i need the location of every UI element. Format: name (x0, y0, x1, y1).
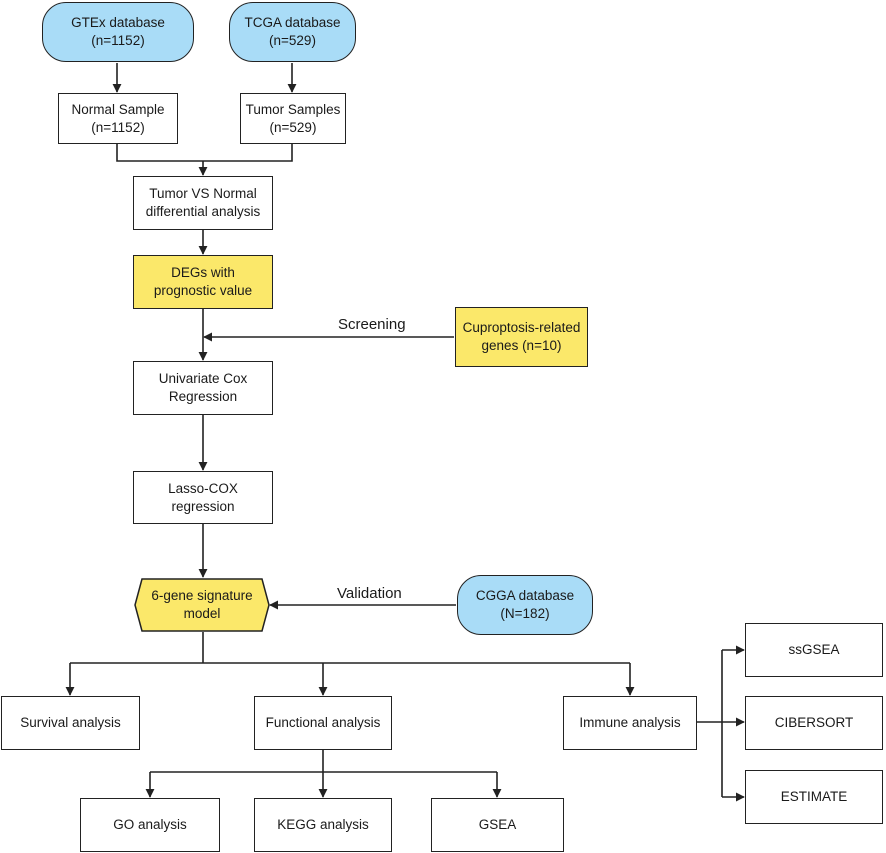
cuproptosis-genes-node: Cuproptosis-related genes (n=10) (455, 307, 588, 367)
ssgsea-node: ssGSEA (745, 623, 883, 677)
estimate-node: ESTIMATE (745, 770, 883, 824)
lasso-cox-node: Lasso-COX regression (133, 471, 273, 524)
cibersort-node: CIBERSORT (745, 696, 883, 750)
immune-analysis-node: Immune analysis (563, 696, 697, 750)
univariate-cox-node: Univariate Cox Regression (133, 361, 273, 415)
validation-label: Validation (337, 585, 402, 602)
gtex-database-node: GTEx database (n=1152) (42, 2, 194, 62)
connector-merge-samples (116, 144, 293, 162)
screening-label: Screening (338, 316, 406, 333)
tumor-samples-node: Tumor Samples (n=529) (240, 93, 346, 144)
differential-analysis-node: Tumor VS Normal differential analysis (133, 176, 273, 230)
functional-analysis-node: Functional analysis (254, 696, 392, 750)
go-analysis-node: GO analysis (80, 798, 220, 852)
hexagon-shape (134, 578, 270, 632)
tcga-database-node: TCGA database (n=529) (229, 2, 356, 62)
kegg-analysis-node: KEGG analysis (254, 798, 392, 852)
survival-analysis-node: Survival analysis (1, 696, 140, 750)
normal-sample-node: Normal Sample (n=1152) (58, 93, 178, 144)
gsea-node: GSEA (431, 798, 564, 852)
cgga-database-node: CGGA database (N=182) (457, 575, 593, 635)
degs-prognostic-node: DEGs with prognostic value (133, 255, 273, 309)
signature-model-label: 6-gene signature model (151, 588, 253, 621)
signature-model-node: 6-gene signature model (134, 578, 270, 632)
